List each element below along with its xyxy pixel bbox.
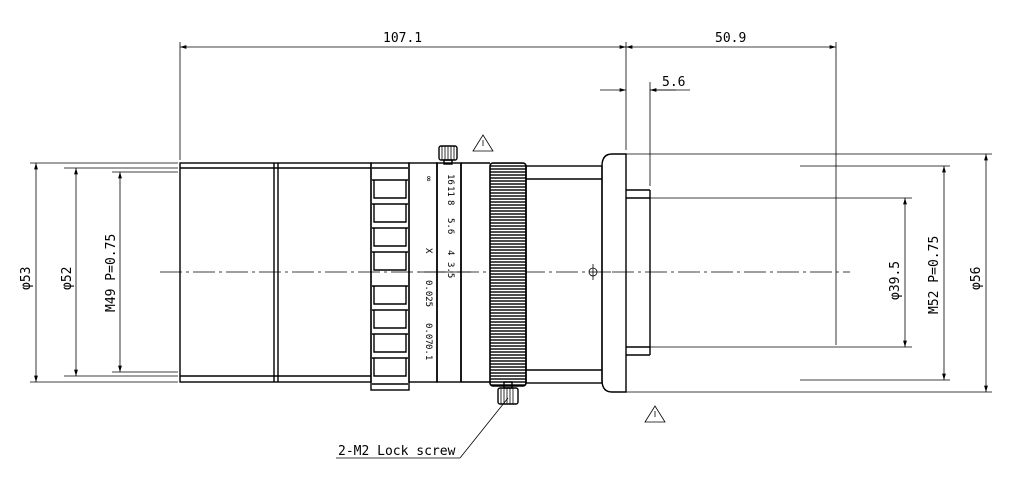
focus-ring [370,162,410,391]
aperture-scale-ring [419,162,490,383]
front-barrel [179,162,372,383]
dim-d53: φ53 [19,267,34,290]
dim-d39: φ39.5 [888,261,903,300]
dim-flange: 5.6 [662,75,685,90]
warning-icon [644,405,666,423]
knurled-iris-ring [489,162,527,387]
aperture-mark-8: 8 [445,200,455,205]
lock-screw-bottom [497,381,519,405]
lock-screw-top [438,145,458,165]
dim-overall-length: 107.1 [383,31,422,46]
distance-mark-inf: ∞ [423,176,433,182]
distance-mark-01: 0.1 [423,344,433,360]
dim-m49: M49 P=0.75 [104,234,119,312]
aperture-mark-16: 16 [445,174,455,185]
dim-rear-length: 50.9 [715,31,746,46]
rear-body [525,165,603,384]
dimension-lines [34,45,988,392]
callout-label: 2-M2 Lock screw [338,444,456,459]
lock-screw-callout: 2-M2 Lock screw [336,397,509,459]
dim-d56: φ56 [969,267,984,290]
aperture-mark-35: 3.5 [445,262,455,278]
dim-m52: M52 P=0.75 [927,236,942,314]
aperture-mark-56: 5.6 [445,218,455,234]
distance-mark-007: 0.07 [423,323,433,345]
aperture-mark-4: 4 [445,250,455,255]
extension-lines [30,42,992,393]
distance-mark-x: X [423,248,433,254]
warning-icon: ⚠ [472,134,494,152]
dim-d52: φ52 [60,267,75,290]
aperture-mark-11: 11 [445,186,455,197]
mount-flange [601,153,651,393]
distance-mark-0025: 0.025 [423,280,433,307]
